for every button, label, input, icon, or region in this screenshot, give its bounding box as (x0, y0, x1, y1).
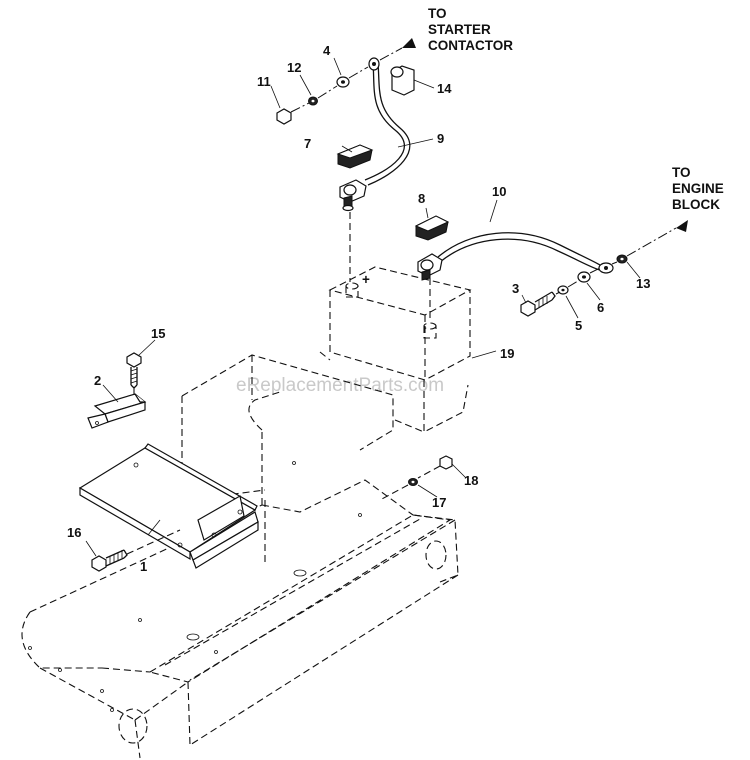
leader-lines (85, 57, 641, 557)
svg-text:CONTACTOR: CONTACTOR (428, 38, 513, 53)
label-6: 6 (597, 300, 604, 315)
battery-tray (78, 443, 259, 569)
label-8: 8 (418, 191, 425, 206)
label-15: 15 (151, 326, 165, 341)
label-19: 19 (500, 346, 514, 361)
svg-text:ENGINE: ENGINE (672, 181, 724, 196)
cable-10 (417, 232, 614, 281)
cable-9 (339, 57, 411, 212)
svg-text:+: + (362, 272, 370, 287)
label-14: 14 (437, 81, 452, 96)
part-labels: 1 2 3 4 5 6 7 8 9 10 11 12 13 14 15 16 1… (67, 43, 650, 574)
svg-text:BLOCK: BLOCK (672, 197, 720, 212)
svg-text:STARTER: STARTER (428, 22, 491, 37)
nut-18-washer-17 (379, 455, 453, 501)
label-4: 4 (323, 43, 331, 58)
starter-hardware (276, 38, 416, 125)
label-9: 9 (437, 131, 444, 146)
label-12: 12 (287, 60, 301, 75)
label-5: 5 (575, 318, 582, 333)
watermark-text: eReplacementParts.com (236, 375, 444, 396)
hold-down-bracket (87, 393, 147, 429)
screw-16 (91, 529, 181, 572)
terminal-boot-7 (336, 144, 374, 169)
label-7: 7 (304, 136, 311, 151)
engine-hardware (520, 220, 688, 317)
label-18: 18 (464, 473, 478, 488)
label-16: 16 (67, 525, 81, 540)
frame-rail (21, 391, 459, 759)
label-3: 3 (512, 281, 519, 296)
terminal-boot-8 (414, 215, 450, 241)
label-11: 11 (257, 74, 271, 89)
label-13: 13 (636, 276, 650, 291)
label-1: 1 (140, 559, 147, 574)
label-17: 17 (432, 495, 446, 510)
note-starter-contactor: TO STARTER CONTACTOR (428, 6, 513, 53)
label-10: 10 (492, 184, 506, 199)
svg-text:TO: TO (672, 165, 691, 180)
terminal-boot-14 (390, 65, 415, 96)
screw-15 (126, 352, 142, 398)
battery: + (319, 212, 472, 433)
note-engine-block: TO ENGINE BLOCK (672, 165, 724, 212)
svg-text:TO: TO (428, 6, 447, 21)
label-2: 2 (94, 373, 101, 388)
